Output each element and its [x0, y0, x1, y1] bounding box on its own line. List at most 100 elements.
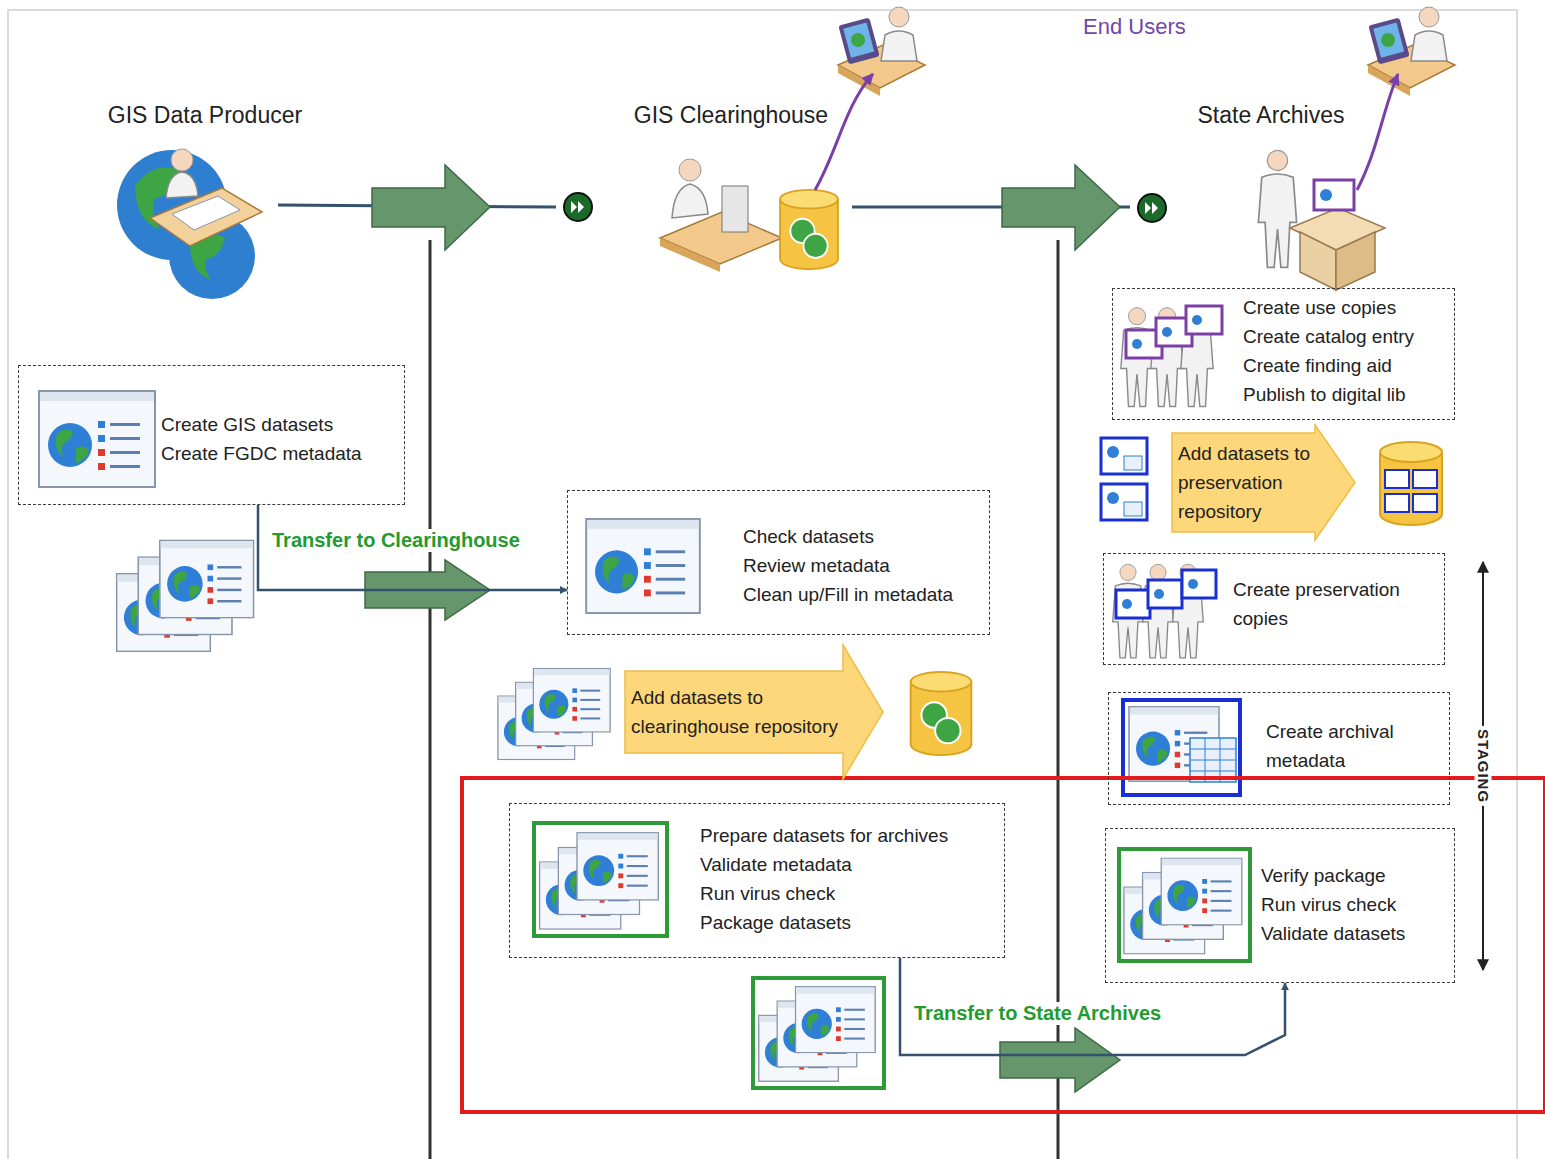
icon-part — [1132, 339, 1142, 349]
flow-arrow — [372, 165, 490, 250]
column-heading: GIS Clearinghouse — [634, 102, 828, 129]
step-arrow: Add datasets to clearinghouse repository — [625, 645, 883, 779]
dataset-stack-icon — [498, 668, 610, 759]
dataset-stack-icon — [117, 540, 254, 651]
icon-part — [1148, 580, 1182, 608]
node-text: Publish to digital lib — [1243, 380, 1414, 409]
icon-part — [1385, 494, 1409, 512]
package-icon — [534, 823, 667, 936]
use-copy-icon — [1121, 306, 1222, 406]
flow-connector-dot — [564, 193, 592, 221]
node-text: Clean up/Fill in metadata — [743, 580, 953, 609]
icon-part — [1314, 180, 1354, 210]
icon-part — [1107, 492, 1119, 504]
node-text: Create use copies — [1243, 293, 1414, 322]
node-text: Create GIS datasets — [161, 410, 362, 439]
process-box: Create GIS datasetsCreate FGDC metadata — [18, 365, 405, 505]
icon-part — [1320, 189, 1332, 201]
icon-part — [1107, 446, 1119, 458]
node-text: Review metadata — [743, 551, 953, 580]
step-arrow: Add datasets to preservation repository — [1172, 425, 1355, 540]
icon-part — [753, 978, 884, 1088]
node-text: Validate datasets — [1261, 919, 1405, 948]
node-text: Check datasets — [743, 522, 953, 551]
icon-part — [1258, 150, 1296, 267]
icon-part — [679, 159, 701, 181]
icon-part — [780, 190, 838, 269]
node-text: Create finding aid — [1243, 351, 1414, 380]
arrow-outline — [625, 645, 883, 779]
text-block: Create use copiesCreate catalog entryCre… — [1243, 293, 1414, 409]
node-text: Create archival metadata — [1266, 717, 1441, 775]
node-text: Add datasets to preservation repository — [1178, 439, 1328, 526]
package-icon — [753, 978, 884, 1088]
end-user-icon — [1368, 7, 1455, 96]
producer-icon — [117, 149, 262, 299]
package-icon — [1119, 849, 1250, 961]
staging-bracket — [1482, 562, 1484, 970]
edge-label: Transfer to State Archives — [912, 1002, 1163, 1025]
flow-connector-dot — [1138, 194, 1166, 222]
icon-part — [1385, 470, 1409, 488]
icon-part — [1154, 589, 1164, 599]
process-box: Verify packageRun virus checkValidate da… — [1105, 828, 1455, 983]
edge-label: Transfer to Clearinghouse — [270, 529, 522, 552]
preservation-dataset-icon — [1101, 438, 1147, 520]
dataset-icon — [586, 519, 700, 613]
text-block: Create preservation copies — [1233, 575, 1443, 633]
node-text: Create catalog entry — [1243, 322, 1414, 351]
arrow-outline — [1172, 425, 1355, 540]
icon-part — [1116, 590, 1150, 618]
access-arrow — [1357, 74, 1398, 190]
preservation-repository-icon — [1380, 442, 1442, 525]
process-box: Create preservation copies — [1103, 553, 1445, 665]
icon-part — [1119, 849, 1250, 961]
access-arrow — [815, 74, 873, 190]
icon-part — [1182, 570, 1216, 598]
node-text: Verify package — [1261, 861, 1405, 890]
icon-part — [1123, 700, 1240, 795]
icon-part — [660, 212, 782, 264]
icon-part — [1188, 579, 1198, 589]
icon-part — [172, 196, 240, 230]
icon-part — [1138, 194, 1166, 222]
icon-part — [1413, 470, 1437, 488]
text-block: Prepare datasets for archivesValidate me… — [700, 821, 948, 937]
preservation-copy-icon — [1113, 564, 1216, 658]
column-divider — [1057, 240, 1060, 1159]
arrow-shape — [625, 645, 883, 779]
dataset-icon — [39, 391, 155, 487]
icon-part — [1124, 502, 1142, 516]
icon-part — [1192, 315, 1202, 325]
clearinghouse-icon — [660, 159, 838, 272]
process-box: Create archival metadata — [1108, 692, 1450, 805]
icon-part — [1300, 232, 1336, 290]
group-title: End Users — [1083, 14, 1186, 40]
archival-metadata-icon — [1123, 700, 1240, 795]
icon-part — [171, 149, 193, 171]
staging-label: STAGING — [1475, 726, 1492, 806]
process-box: Prepare datasets for archivesValidate me… — [509, 803, 1005, 958]
node-text: Run virus check — [700, 879, 948, 908]
process-box: Create use copiesCreate catalog entryCre… — [1112, 288, 1455, 420]
transfer-connector — [258, 505, 567, 590]
icon-part — [722, 186, 748, 232]
node-text: Package datasets — [700, 908, 948, 937]
icon-part — [759, 987, 875, 1082]
icon-part — [1162, 327, 1172, 337]
icon-part — [1101, 484, 1147, 520]
node-text: Create FGDC metadata — [161, 439, 362, 468]
flow-arrow — [1000, 1028, 1120, 1092]
node-text: Validate metadata — [700, 850, 948, 879]
end-user-icon — [838, 7, 925, 96]
arrow-shape — [1172, 425, 1355, 540]
node-text: Run virus check — [1261, 890, 1405, 919]
flow-arrow — [1002, 165, 1120, 250]
highlight-frame — [462, 778, 1545, 1112]
column-heading: State Archives — [1197, 102, 1344, 129]
icon-part — [1122, 599, 1132, 609]
icon-part — [1380, 442, 1442, 462]
icon-part — [166, 172, 198, 198]
